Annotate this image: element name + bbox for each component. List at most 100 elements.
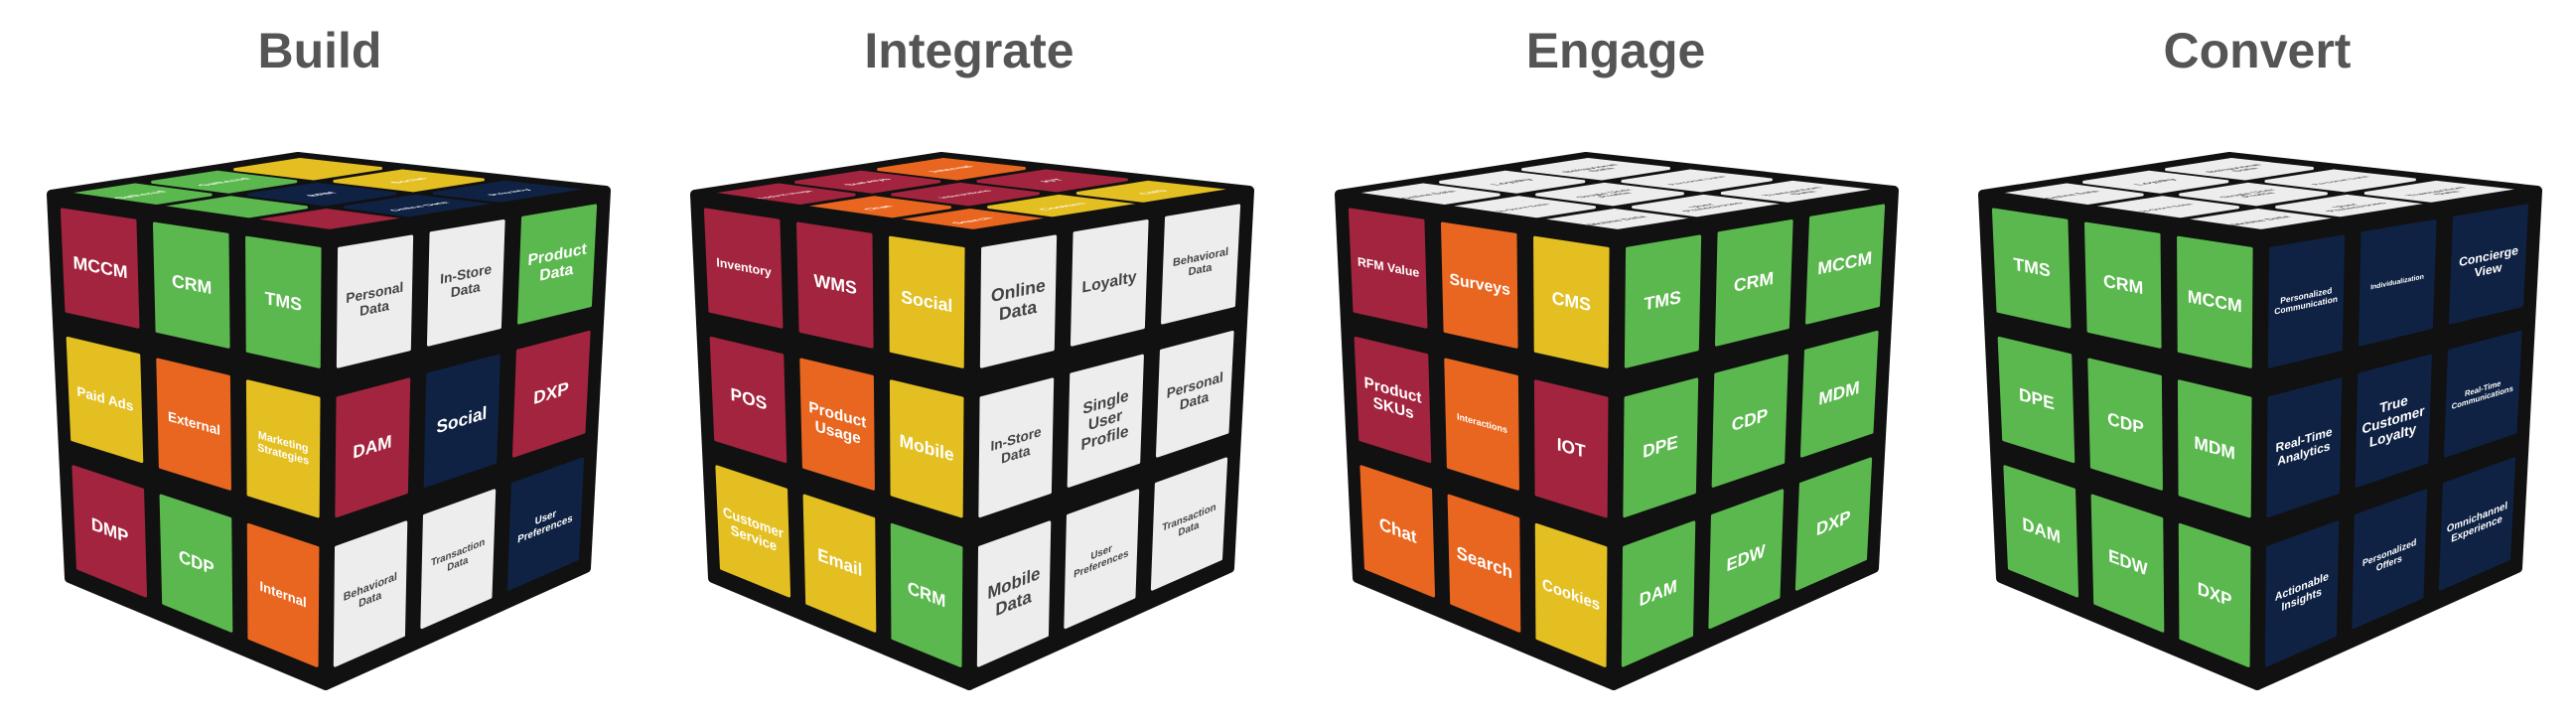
right-sticker-r1c2 [1070, 218, 1149, 347]
top-sticker-r3c1-text-line: Mobile Data [1585, 216, 1651, 225]
top-sticker-r1c3-text-line: Data [2229, 168, 2262, 173]
top-sticker-r2c3-label: IOT [1038, 179, 1068, 183]
right-sticker-r3c2 [1708, 489, 1785, 630]
left-sticker-r1c1 [60, 208, 140, 329]
right-sticker-r3c2 [420, 489, 497, 630]
top-sticker-r1c2 [151, 170, 298, 194]
right-sticker-r3c3 [1150, 457, 1228, 591]
top-sticker-r3c2-label: Cookies [1037, 203, 1090, 211]
top-sticker-r1c1-text-line: Product Usage [752, 190, 816, 200]
top-sticker-r1c3-text-line: Internal [927, 166, 977, 173]
top-sticker-r2c1-label: Chat [861, 206, 897, 211]
left-sticker-r1c3 [889, 235, 965, 368]
top-sticker-r3c3-text-line: Data [1788, 191, 1820, 196]
left-sticker-r3c1 [715, 465, 791, 598]
left-sticker-r1c2 [1440, 221, 1518, 349]
top-sticker-r1c1-text-line: Gathered [111, 191, 171, 200]
top-sticker-r2c3 [333, 169, 485, 193]
left-sticker-r3c2 [802, 494, 877, 633]
left-sticker-r3c1 [72, 465, 148, 598]
top-sticker-r1c2-label: Gathered [195, 178, 254, 187]
top-sticker-r2c2-text-line: Single User [1573, 189, 1637, 199]
top-sticker-r1c2 [1439, 170, 1586, 194]
top-sticker-r2c2-text-line: Profile [2238, 192, 2279, 198]
cube-convert: Online DataLoyaltyBehavioralDataIn-Store… [1978, 23, 2542, 690]
top-sticker-r1c3 [877, 158, 1026, 181]
left-sticker-r2c2 [156, 358, 231, 491]
cube-title: Convert [2164, 23, 2352, 78]
left-sticker-r2c3 [2177, 379, 2252, 518]
right-sticker-r1c1-text-line: Data [359, 297, 389, 319]
top-sticker-r1c3-text-line: Data [1586, 168, 1619, 173]
top-sticker-r3c2-text-line: Preferences [1680, 202, 1748, 212]
top-sticker-r3c2-text-line: Preferences [2324, 202, 2391, 212]
right-sticker-r1c2 [426, 218, 505, 347]
left-sticker-r2c3 [889, 379, 964, 518]
right-sticker-r1c3 [1161, 204, 1241, 325]
left-sticker-r1c3 [1533, 235, 1610, 368]
left-sticker-r3c3 [890, 522, 963, 667]
top-sticker-r2c1-label: In-Store Data [2137, 204, 2197, 213]
top-sticker-r3c2-text-line: User [2330, 204, 2362, 209]
top-sticker-r3c3-label: Privacy [485, 189, 535, 197]
right-sticker-r1c3-text-line: Data [1188, 261, 1213, 278]
top-sticker-r1c1-label: Online Data [1398, 190, 1460, 199]
right-sticker-r2c3 [2443, 330, 2522, 458]
top-sticker-r3c2-text-line: Cookies [1037, 203, 1090, 211]
right-sticker-r3c1 [1621, 520, 1696, 667]
top-sticker-r3c3-text-line: Privacy [485, 189, 535, 197]
top-sticker-r3c1-text-line: Search [949, 218, 997, 224]
left-sticker-r2c1 [66, 336, 144, 464]
top-sticker-r3c3-text-line: Data [2431, 191, 2464, 196]
left-sticker-r1c2 [2083, 221, 2162, 349]
right-sticker-r1c3-text-line: View [2474, 260, 2503, 280]
top-sticker-r1c2 [2082, 170, 2229, 194]
left-sticker-r1c1 [1348, 208, 1428, 329]
right-sticker-r3c1 [976, 520, 1052, 667]
top-sticker-r2c1-text-line: In-Store Data [2137, 204, 2197, 213]
cube-title: Build [258, 23, 382, 78]
right-sticker-r2c1 [2266, 377, 2343, 518]
right-sticker-r1c2 [1714, 218, 1793, 347]
top-sticker-r1c2-label: Surveys [841, 178, 895, 186]
top-sticker-r3c1-label: Mobile Data [1585, 216, 1651, 225]
right-sticker-r2c3 [511, 330, 591, 458]
top-sticker-r2c3 [1621, 169, 1773, 193]
top-sticker-r3c2-text-line: User [1686, 204, 1719, 209]
left-sticker-r2c3 [1533, 379, 1609, 518]
top-sticker-r2c3-text-line: IOT [1038, 179, 1068, 183]
right-sticker-r1c3 [1805, 204, 1886, 325]
top-sticker-r2c2 [891, 182, 1040, 207]
top-sticker-r2c3-text-line: Social [387, 178, 431, 184]
top-sticker-r1c2-text-line: Loyalty [2131, 178, 2182, 185]
left-sticker-r1c2 [795, 221, 874, 349]
left-sticker-r2c1 [709, 336, 787, 464]
top-sticker-r3c3-text-line: Transaction [1760, 187, 1825, 197]
top-sticker-r1c2-label: Loyalty [2131, 178, 2182, 185]
top-sticker-r1c2 [794, 170, 941, 194]
top-sticker-r1c3 [1521, 158, 1670, 181]
left-sticker-r3c3 [1534, 522, 1608, 667]
top-sticker-r2c3-label: Social [387, 178, 431, 184]
left-sticker-r1c1 [1991, 208, 2072, 329]
right-sticker-r3c3 [506, 457, 585, 591]
left-sticker-r3c2 [159, 494, 233, 633]
left-sticker-r1c1 [703, 208, 784, 329]
left-sticker-r2c3 [245, 379, 321, 518]
top-sticker-r3c1-label: Search [949, 218, 997, 224]
top-sticker-r2c2 [2179, 182, 2328, 207]
top-sticker-r1c3-text-line: Behavioral [1560, 164, 1623, 173]
top-sticker-r3c3-text-line: CMS [1136, 190, 1172, 195]
top-sticker-r2c2-text-line: Interactions [935, 190, 995, 199]
left-sticker-r3c1 [2003, 465, 2079, 598]
right-sticker-r3c3 [2438, 457, 2516, 591]
top-sticker-r2c2-label: Interactions [935, 190, 995, 199]
